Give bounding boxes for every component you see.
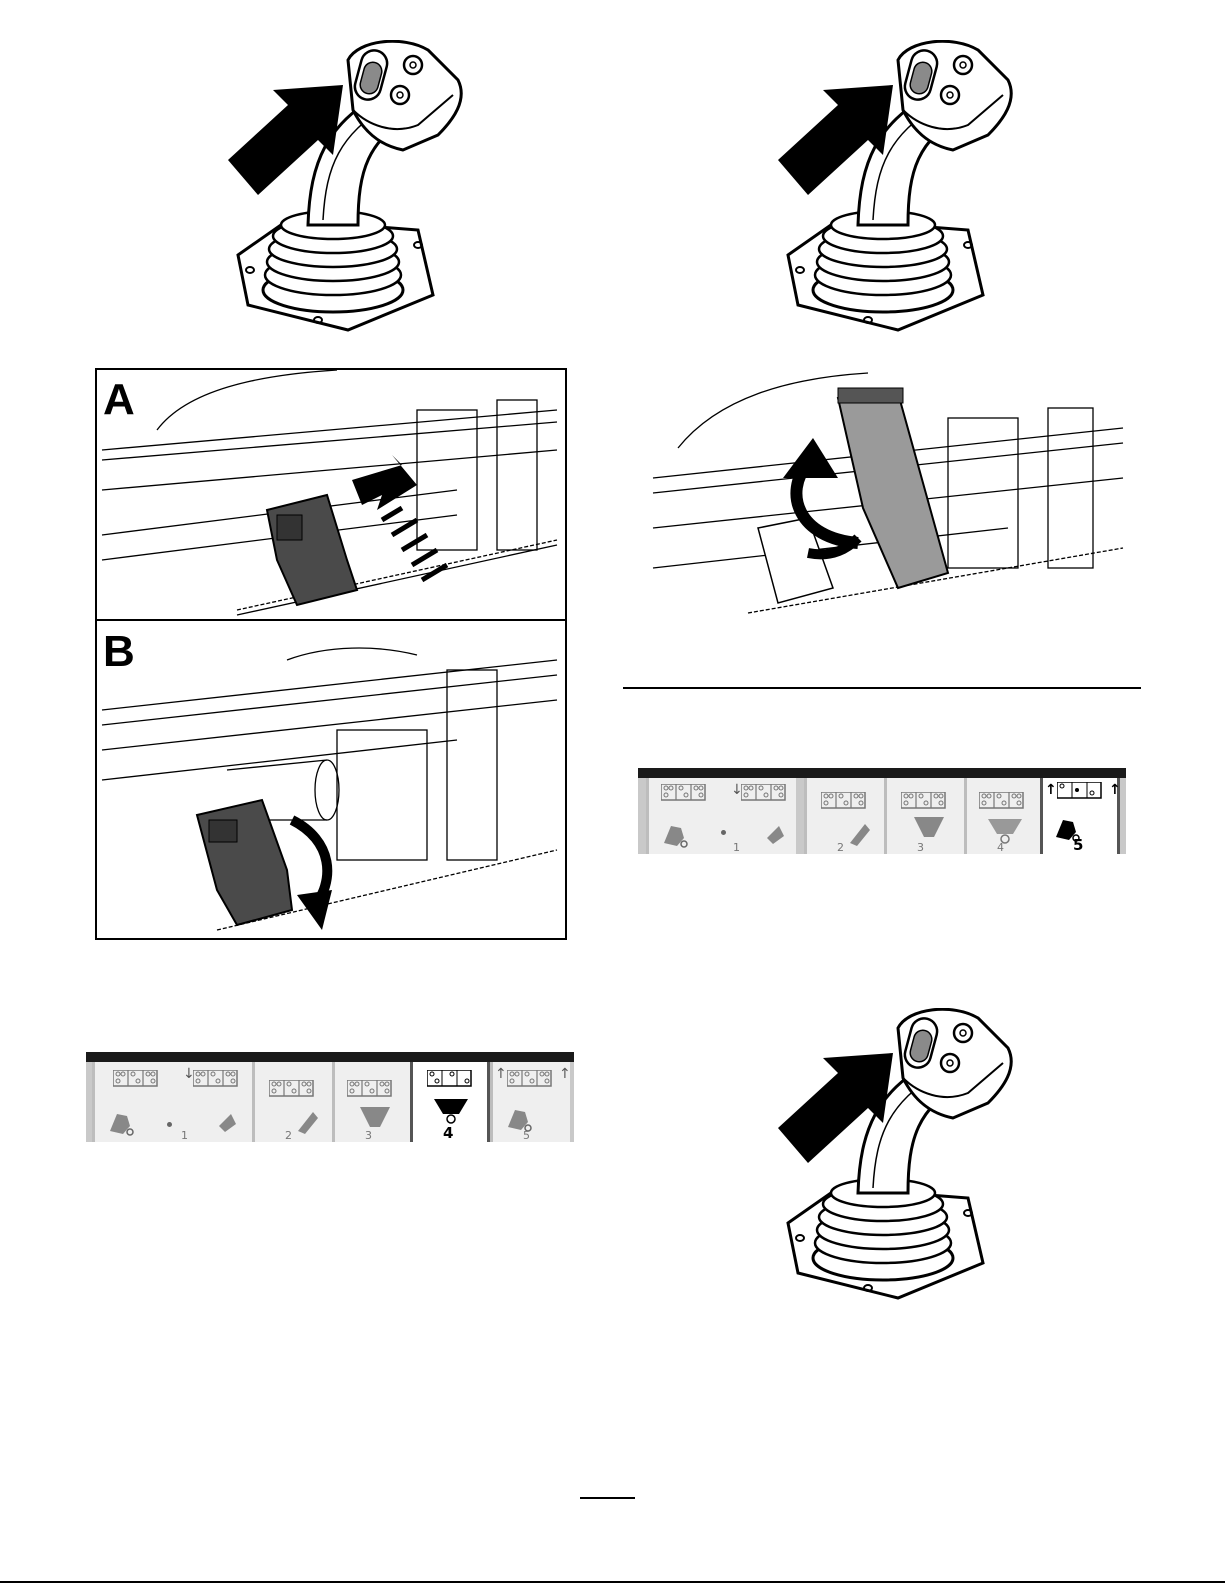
machine-illustration bbox=[97, 370, 565, 938]
mode-tile-4[interactable]: 4 bbox=[964, 778, 1040, 854]
mode-tile-3[interactable]: 3 bbox=[884, 778, 964, 854]
mode-number-active: 4 bbox=[443, 1124, 453, 1142]
row-grid-icon bbox=[507, 1070, 557, 1090]
tool-icon bbox=[985, 814, 1025, 844]
row-grid-icon bbox=[979, 792, 1029, 812]
machine-illustration bbox=[648, 368, 1128, 620]
row-grid-icon bbox=[1057, 782, 1107, 802]
mode-tile-2[interactable]: 2 bbox=[804, 778, 884, 854]
push-arrow-icon bbox=[228, 85, 348, 200]
mode-number: 1 bbox=[181, 1129, 188, 1142]
mode-number-active: 5 bbox=[1073, 836, 1083, 854]
machine-figure-ab: A B bbox=[95, 368, 567, 940]
mode-number: 4 bbox=[997, 841, 1004, 854]
mode-tile-5[interactable]: ↑ ↑ 5 bbox=[1040, 778, 1120, 854]
push-arrow-icon bbox=[778, 1053, 898, 1168]
mode-number: 2 bbox=[285, 1129, 292, 1142]
row-grid-icon bbox=[427, 1070, 477, 1090]
mode-tile-4[interactable]: 4 bbox=[410, 1062, 490, 1142]
tool-icon bbox=[659, 818, 689, 848]
tool-icon bbox=[759, 818, 789, 848]
mode-tile-2[interactable]: 2 bbox=[252, 1062, 332, 1142]
mode-number: 1 bbox=[733, 841, 740, 854]
mode-number: 2 bbox=[837, 841, 844, 854]
tool-icon bbox=[293, 1106, 323, 1136]
tool-icon bbox=[909, 812, 949, 842]
footer-rule bbox=[580, 1497, 635, 1499]
tool-icon bbox=[105, 1106, 135, 1136]
tool-icon bbox=[431, 1094, 471, 1124]
row-grid-icon bbox=[821, 792, 871, 812]
strip-top-bar bbox=[638, 768, 1126, 778]
row-grid-icon bbox=[193, 1070, 243, 1090]
tool-icon bbox=[211, 1106, 241, 1136]
mode-tile-3[interactable]: 3 bbox=[332, 1062, 410, 1142]
rotate-down-arrow-icon bbox=[292, 820, 332, 930]
row-grid-icon bbox=[113, 1070, 163, 1090]
row-grid-icon bbox=[661, 784, 711, 804]
push-arrow-icon bbox=[778, 85, 898, 200]
mode-tile-1[interactable]: ↓ 1 bbox=[646, 778, 796, 854]
page-bottom-line bbox=[0, 1581, 1225, 1583]
row-grid-icon bbox=[347, 1080, 397, 1100]
mode-number: 3 bbox=[365, 1129, 372, 1142]
row-grid-icon bbox=[741, 784, 791, 804]
tool-icon bbox=[503, 1102, 533, 1132]
row-grid-icon bbox=[901, 792, 951, 812]
section-divider bbox=[623, 687, 1141, 689]
mode-selector-strip-right: ↓ 1 2 3 4 ↑ ↑ 5 bbox=[638, 768, 1126, 854]
machine-figure-right bbox=[648, 368, 1128, 620]
strip-top-bar bbox=[86, 1052, 574, 1062]
mode-selector-strip-left: ↓ 1 2 3 4 ↑ ↑ 5 bbox=[86, 1052, 574, 1142]
panel-label-a: A bbox=[103, 378, 135, 422]
mode-number: 3 bbox=[917, 841, 924, 854]
tool-icon bbox=[845, 818, 875, 848]
mode-number: 5 bbox=[523, 1129, 530, 1142]
row-grid-icon bbox=[269, 1080, 319, 1100]
mode-tile-1[interactable]: ↓ 1 bbox=[92, 1062, 252, 1142]
tool-icon bbox=[355, 1102, 395, 1132]
mode-tile-5[interactable]: ↑ ↑ 5 bbox=[490, 1062, 570, 1142]
panel-label-b: B bbox=[103, 630, 135, 674]
